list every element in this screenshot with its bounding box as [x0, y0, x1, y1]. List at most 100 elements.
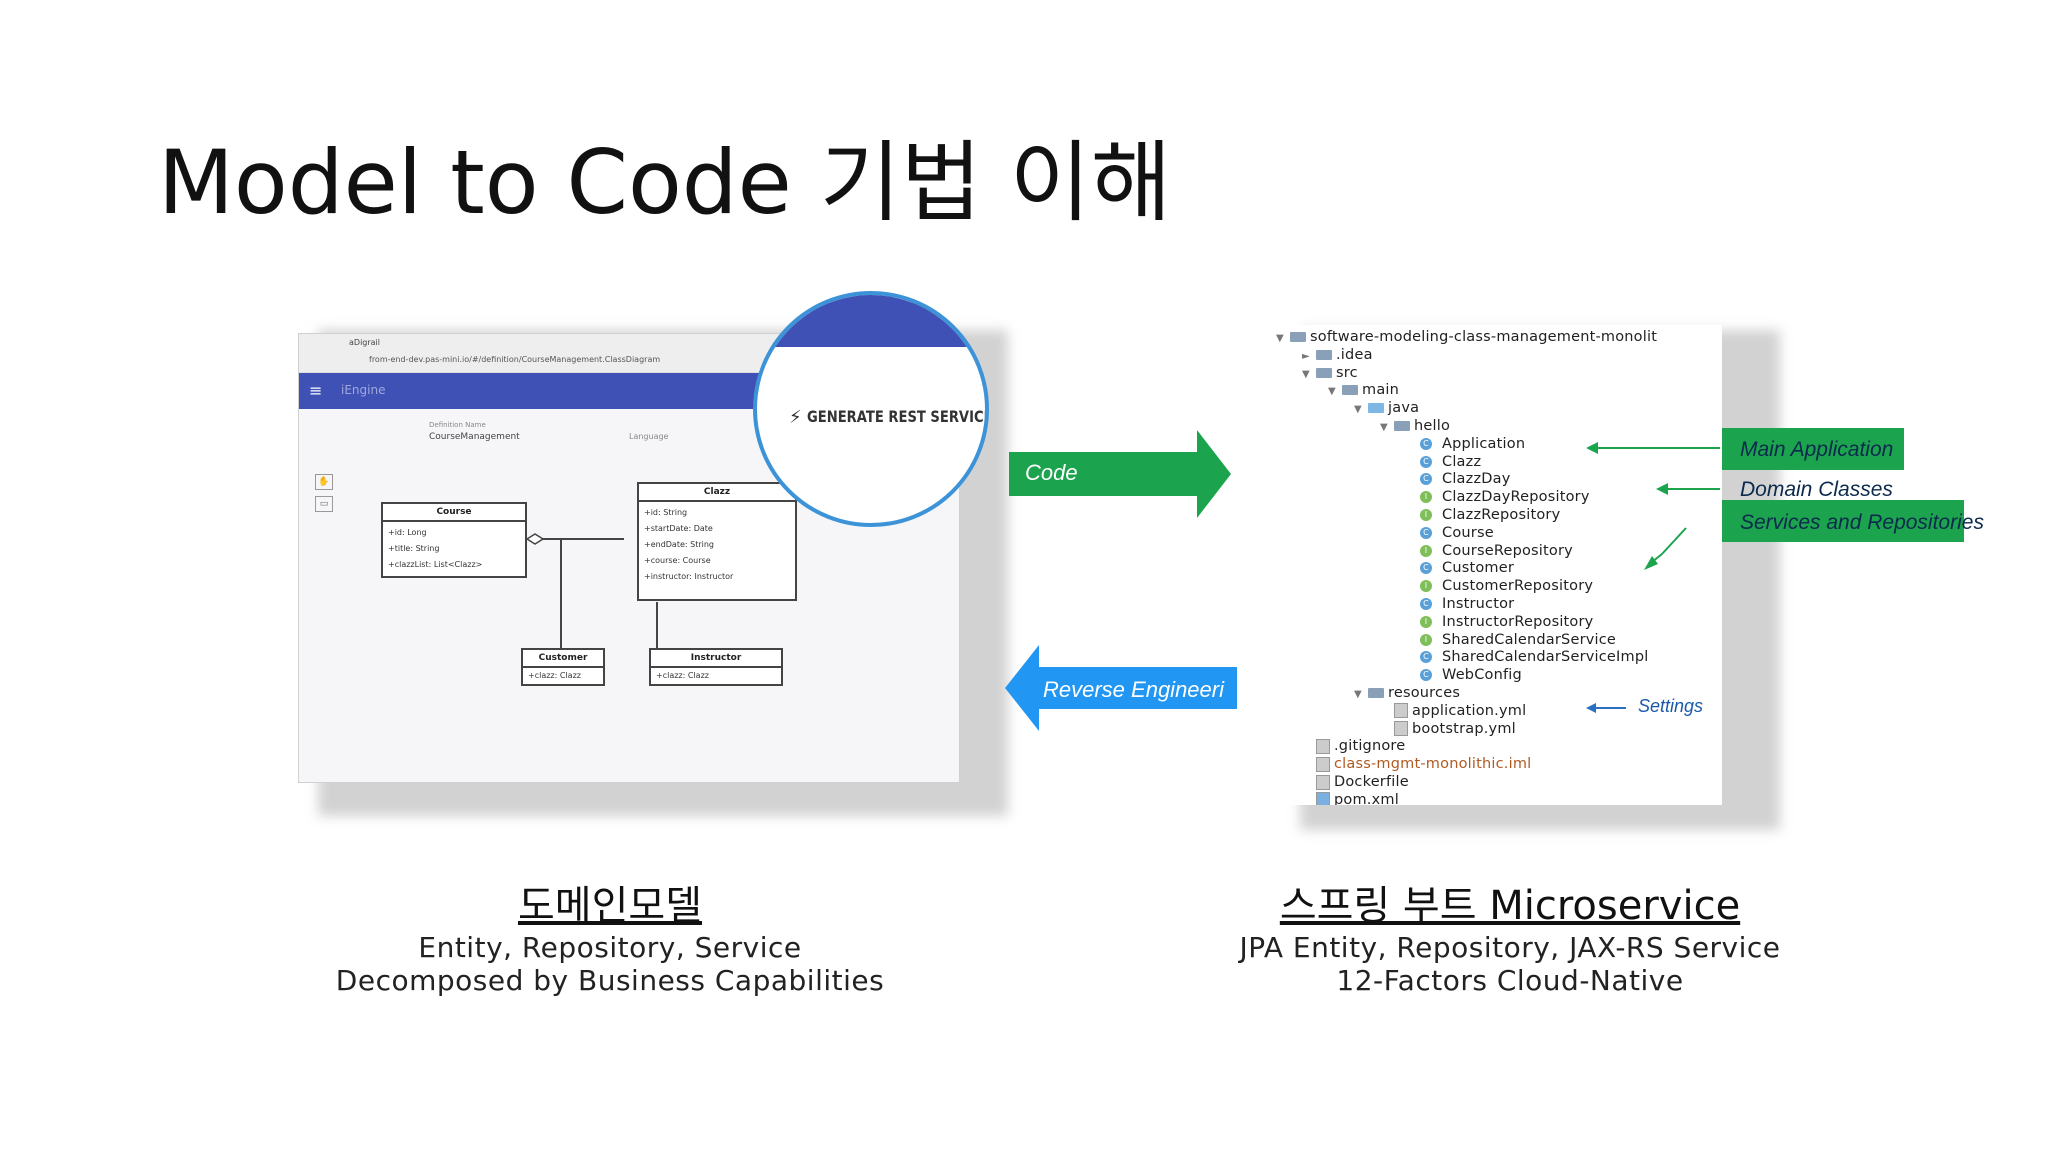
tree-row-label: ClazzDayRepository: [1442, 489, 1590, 506]
interface-icon: I: [1420, 580, 1432, 593]
annotation-domain-classes: Domain Classes: [1740, 478, 1893, 501]
tree-row-label: SharedCalendarService: [1442, 631, 1617, 648]
interface-icon: I: [1420, 615, 1432, 628]
uml-class-course[interactable]: Course +id: Long +title: String +clazzLi…: [381, 502, 527, 578]
class-attr: +clazz: Clazz: [528, 671, 581, 680]
class-attr: +startDate: Date: [644, 524, 713, 533]
aggregation-diamond: [525, 533, 545, 545]
tree-row-label: Clazz: [1442, 453, 1482, 470]
tree-row-label: .gitignore: [1334, 738, 1406, 755]
right-caption-line2: 12-Factors Cloud-Native: [1336, 964, 1684, 997]
expand-toggle-icon[interactable]: ▼: [1354, 689, 1362, 700]
tree-row[interactable]: .gitignore: [1302, 738, 1405, 754]
tree-row[interactable]: ▼ software-modeling-class-management-mono…: [1276, 329, 1657, 345]
tree-row[interactable]: ▼ java: [1354, 400, 1419, 416]
tree-row[interactable]: bootstrap.yml: [1380, 721, 1516, 737]
class-tool-icon[interactable]: ▭: [315, 496, 333, 512]
tree-row[interactable]: class-mgmt-monolithic.iml: [1302, 756, 1531, 772]
file-icon: [1394, 703, 1408, 719]
expand-toggle-icon[interactable]: ▼: [1354, 404, 1362, 416]
app-logo: iEngine: [341, 383, 386, 397]
tree-row-label: software-modeling-class-management-monol…: [1310, 329, 1658, 345]
annotation-services-repositories: Services and Repositories: [1740, 511, 1984, 534]
tree-row-label: Instructor: [1442, 596, 1515, 612]
expand-toggle-icon[interactable]: ▼: [1328, 386, 1336, 398]
context-value[interactable]: CourseManagement: [429, 432, 520, 442]
class-name: Course: [383, 504, 525, 522]
tree-row[interactable]: ▼resources: [1354, 685, 1460, 701]
green-arrow-shape: [1009, 430, 1231, 518]
tree-row-label: class-mgmt-monolithic.iml: [1334, 756, 1532, 773]
left-caption: 도메인모델 Entity, Repository, Service Decomp…: [310, 873, 910, 997]
settings-arrow: [1586, 703, 1626, 713]
folder-icon: [1316, 349, 1332, 360]
class-attr: +instructor: Instructor: [644, 572, 734, 581]
blue-arrow-shape: [1005, 645, 1237, 731]
file-icon: [1394, 721, 1408, 737]
tree-row[interactable]: pom.xml: [1302, 792, 1399, 805]
class-icon: C: [1420, 526, 1432, 539]
browser-tab-title[interactable]: aDigrail: [349, 338, 380, 347]
zoom-magnifier: ⚡ GENERATE REST SERVICE: [753, 291, 989, 527]
expand-toggle-icon[interactable]: ►: [1302, 350, 1310, 362]
tree-row[interactable]: I InstructorRepository: [1406, 614, 1593, 630]
right-caption-line1: JPA Entity, Repository, JAX-RS Service: [1239, 931, 1781, 964]
left-caption-title: 도메인모델: [518, 883, 702, 929]
class-icon: C: [1420, 437, 1432, 450]
lightning-icon: ⚡: [789, 407, 802, 428]
annotation-main-application: Main Application: [1740, 438, 1894, 461]
class-icon: C: [1420, 651, 1432, 664]
interface-icon: I: [1420, 544, 1432, 557]
expand-toggle-icon[interactable]: ▼: [1302, 368, 1310, 380]
tree-row-label: ClazzDay: [1442, 471, 1511, 488]
folder-icon: [1368, 688, 1384, 698]
tree-row-label: java: [1388, 400, 1420, 417]
reverse-arrow-label-clip: Reverse Engineeri: [1043, 667, 1237, 709]
tree-row-label: WebConfig: [1442, 667, 1522, 684]
tree-row[interactable]: Dockerfile: [1302, 774, 1409, 790]
browser-url[interactable]: from-end-dev.pas-mini.io/#/definition/Co…: [369, 355, 661, 364]
interface-icon: I: [1420, 633, 1432, 646]
expand-toggle-icon[interactable]: ▼: [1276, 333, 1284, 344]
uml-class-customer[interactable]: Customer +clazz: Clazz: [521, 648, 605, 686]
reverse-engineering-arrow: [1005, 645, 1237, 731]
tree-row[interactable]: ▼src: [1302, 365, 1358, 381]
hand-tool-icon[interactable]: ✋: [315, 474, 333, 490]
right-caption-title: 스프링 부트 Microservice: [1279, 883, 1741, 929]
class-attr: +endDate: String: [644, 540, 715, 549]
file-icon: [1316, 756, 1330, 772]
generate-rest-service-button[interactable]: GENERATE REST SERVICE: [807, 407, 989, 426]
left-caption-line1: Entity, Repository, Service: [418, 931, 802, 964]
tree-row[interactable]: ▼main: [1328, 382, 1399, 398]
uml-class-instructor[interactable]: Instructor +clazz: Clazz: [649, 648, 783, 686]
class-name: Customer: [523, 650, 603, 668]
tree-row[interactable]: I CourseRepository: [1406, 543, 1573, 559]
code-arrow-label: Code: [1025, 460, 1078, 485]
tree-row[interactable]: I ClazzDayRepository: [1406, 489, 1590, 505]
tree-row-label: InstructorRepository: [1442, 613, 1594, 630]
class-attr: +title: String: [388, 544, 440, 553]
expand-toggle-icon[interactable]: ▼: [1380, 422, 1388, 433]
tree-row[interactable]: application.yml: [1380, 703, 1526, 719]
tree-row-label: CourseRepository: [1442, 542, 1573, 559]
menu-icon[interactable]: ≡: [309, 381, 323, 400]
language-select[interactable]: Language: [629, 432, 669, 441]
code-generation-arrow: [1009, 430, 1231, 518]
folder-icon: [1368, 403, 1384, 414]
maven-file-icon: [1316, 792, 1330, 805]
uml-class-clazz[interactable]: Clazz +id: String +startDate: Date +endD…: [637, 482, 797, 601]
interface-icon: I: [1420, 491, 1432, 504]
tree-row[interactable]: ▼hello: [1380, 418, 1450, 434]
tree-row[interactable]: I SharedCalendarService: [1406, 632, 1616, 648]
tree-row[interactable]: ►.idea: [1302, 347, 1373, 363]
